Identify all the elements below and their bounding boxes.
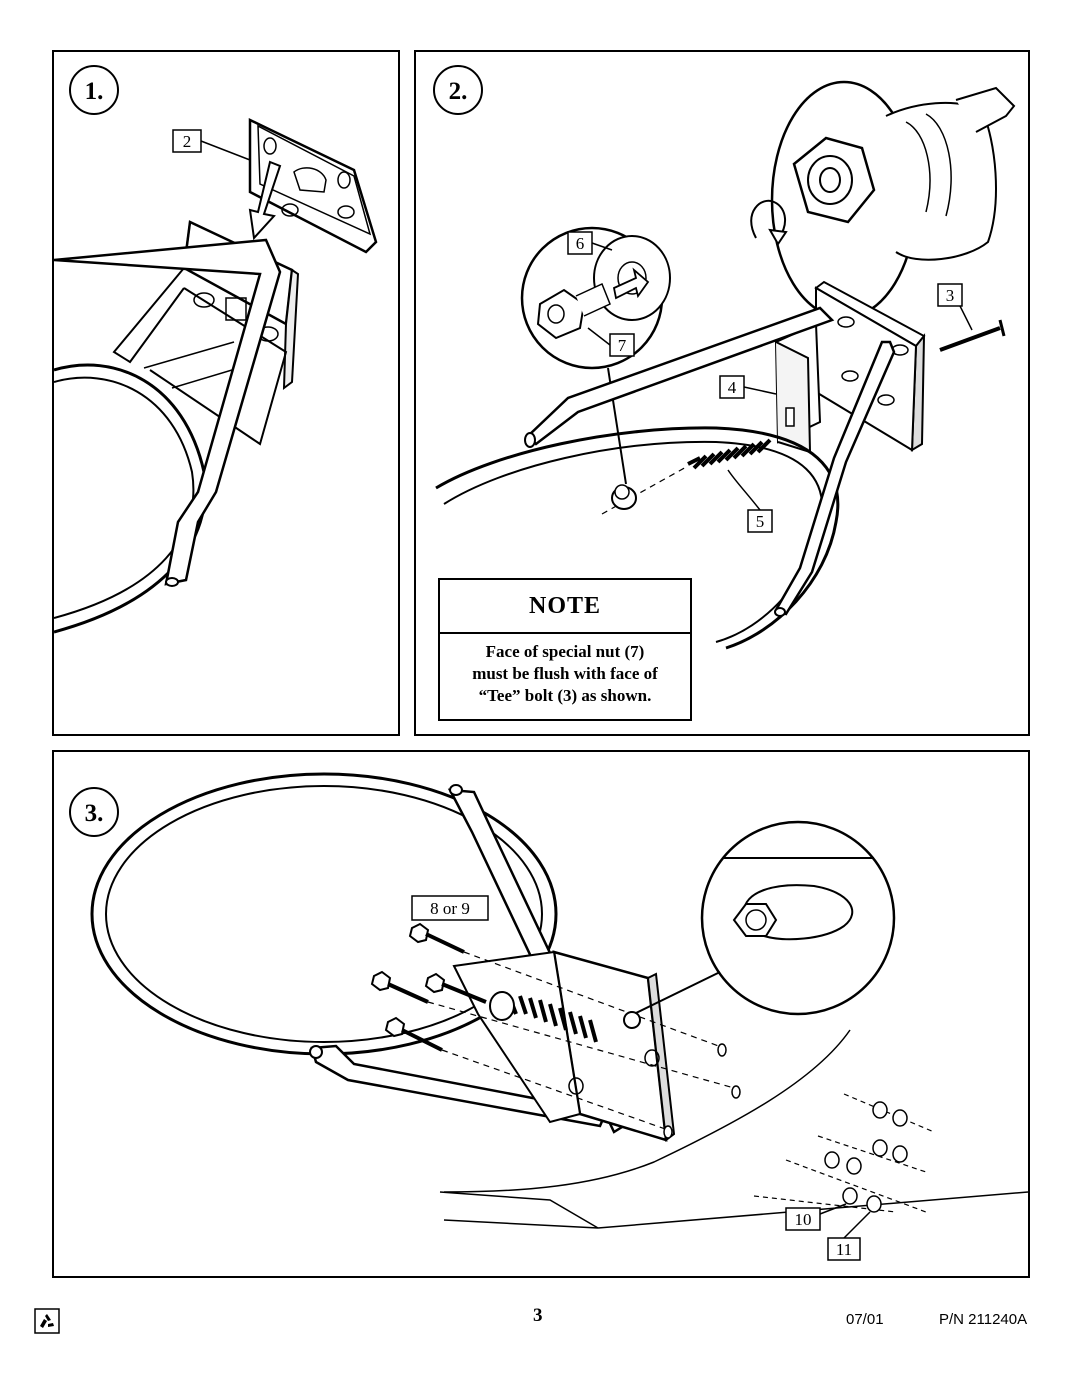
callout-11: 11 — [836, 1240, 852, 1259]
step-2-illustration: 2. 6 7 — [433, 65, 1016, 650]
spring-drawing — [687, 438, 772, 470]
callout-4: 4 — [728, 378, 737, 397]
note-line-1: Face of special nut (7) — [485, 642, 645, 661]
recycle-icon — [34, 1308, 60, 1334]
step-3-panel: 3. — [52, 750, 1030, 1278]
step-1-illustration: 1. 2 — [54, 65, 378, 634]
slot-zoom-circle — [623, 820, 896, 1029]
callout-10: 10 — [795, 1210, 812, 1229]
note-line-3: “Tee” bolt (3) as shown. — [478, 686, 652, 705]
note-line-2: must be flush with face of — [472, 664, 658, 683]
page-number: 3 — [533, 1305, 543, 1326]
step-1-number: 1. — [85, 78, 104, 105]
step-1-panel: 1. 2 — [52, 50, 400, 736]
nut-zoom-circle — [520, 226, 671, 370]
step-2-panel: 2. 6 7 — [414, 50, 1030, 736]
step-2-number: 2. — [449, 78, 468, 105]
bracket-plate-drawing — [248, 118, 378, 254]
tee-bolt-drawing — [939, 319, 1006, 352]
clockwise-arrow-icon — [750, 199, 788, 246]
revision-date: 07/01 — [846, 1311, 884, 1328]
step-3-illustration: 3. — [69, 772, 1028, 1261]
special-nut-drawing — [601, 465, 689, 515]
bolts-drawing — [370, 922, 741, 1139]
rim-drawing — [435, 306, 896, 650]
note-title: NOTE — [440, 580, 690, 634]
down-arrow-icon — [248, 160, 282, 241]
step-3-number: 3. — [85, 800, 104, 827]
washers-drawing — [753, 1093, 935, 1213]
callout-6: 6 — [576, 234, 585, 253]
rim-ring-drawing — [54, 238, 282, 634]
callout-2: 2 — [183, 132, 192, 151]
callout-3: 3 — [946, 286, 955, 305]
nut-detail-drawing — [770, 80, 1016, 320]
part-number: P/N 211240A — [939, 1311, 1028, 1328]
rim-bracket-drawing — [452, 950, 676, 1142]
bracket-assembly-drawing — [774, 280, 926, 454]
callout-5: 5 — [756, 512, 765, 531]
note-text: Face of special nut (7) must be flush wi… — [440, 634, 690, 707]
callout-8-or-9: 8 or 9 — [430, 899, 470, 918]
callout-7: 7 — [618, 336, 627, 355]
note-box: NOTE Face of special nut (7) must be flu… — [438, 578, 692, 721]
spring-drawing — [489, 991, 598, 1043]
